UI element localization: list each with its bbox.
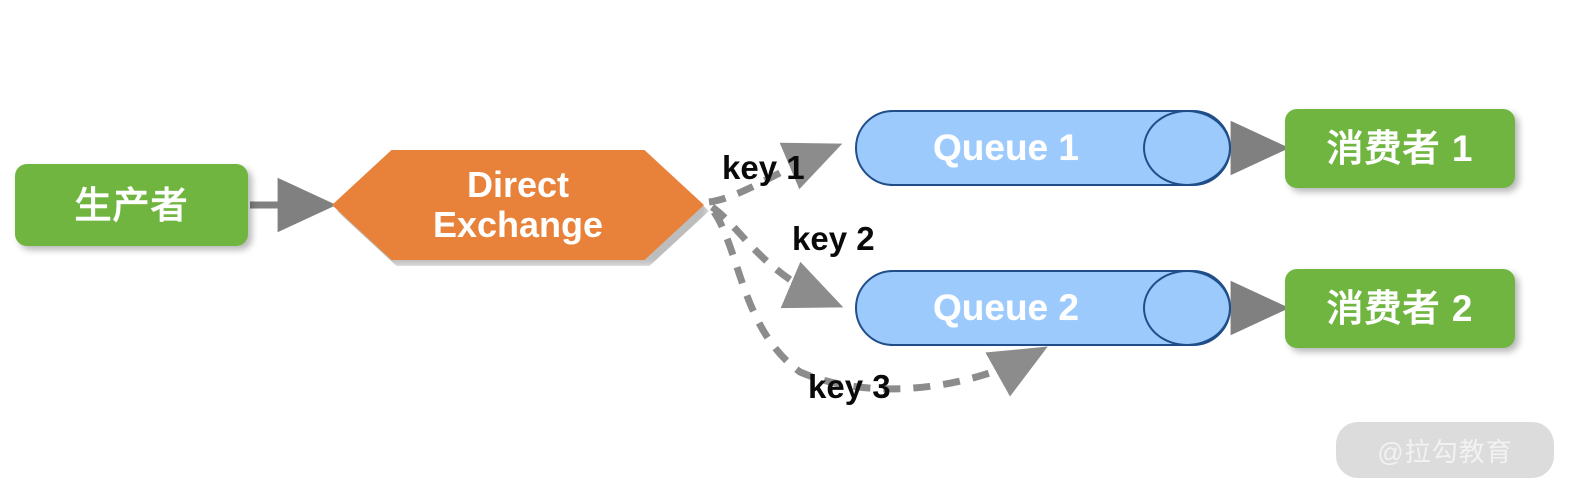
routing-key-2-label: key 2 [792, 220, 875, 257]
routing-key-3-label: key 3 [808, 368, 891, 405]
watermark-badge: @拉勾教育 [1336, 422, 1554, 478]
consumer-2-label: 消费者 2 [1326, 288, 1474, 329]
queue-1-end-cap [1143, 110, 1231, 186]
exchange-label: Direct Exchange [432, 163, 604, 245]
arrow-key2-to-queue2 [709, 204, 844, 309]
queue-2[interactable]: Queue 2 [855, 270, 1231, 346]
queue-2-end-cap [1143, 270, 1231, 346]
queue-2-label: Queue 2 [933, 287, 1079, 328]
routing-key-1-label: key 1 [722, 149, 805, 186]
consumer-2-box[interactable]: 消费者 2 [1285, 269, 1515, 348]
producer-box[interactable]: 生产者 [15, 164, 248, 246]
consumer-1-label: 消费者 1 [1326, 128, 1474, 169]
watermark-label: @拉勾教育 [1377, 436, 1513, 467]
arrow-key1-to-queue1 [708, 142, 843, 206]
arrow-key3-to-queue2 [711, 210, 1048, 397]
producer-label: 生产者 [74, 184, 189, 226]
queue-1-label: Queue 1 [933, 127, 1079, 168]
direct-exchange-node[interactable]: Direct Exchange [332, 150, 709, 266]
queue-1[interactable]: Queue 1 [855, 110, 1231, 186]
consumer-1-box[interactable]: 消费者 1 [1285, 109, 1515, 188]
exchange-hexagon: Direct Exchange [332, 150, 704, 260]
